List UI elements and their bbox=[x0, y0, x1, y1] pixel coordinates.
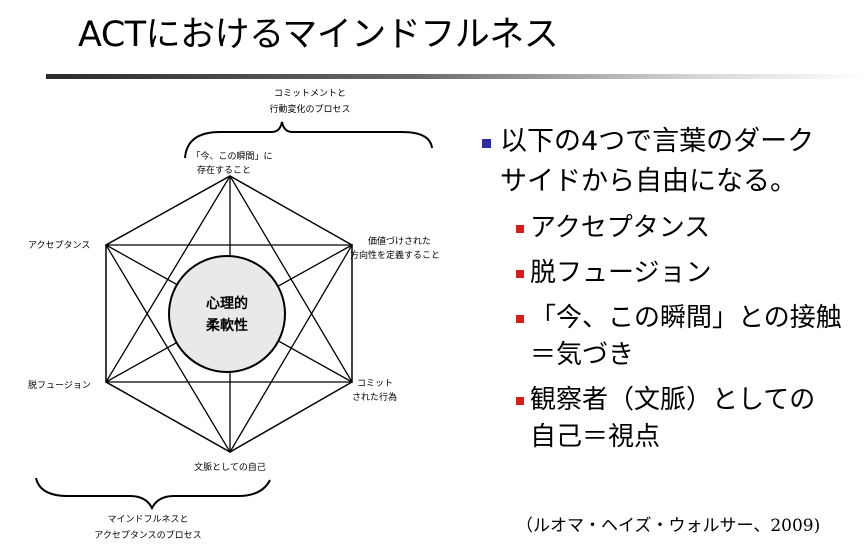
bottom-group-label-line2: アクセプタンスのプロセス bbox=[94, 530, 201, 541]
center-label-line2: 柔軟性 bbox=[205, 317, 248, 334]
top-group-label-line2: 行動変化のプロセス bbox=[269, 103, 350, 115]
main-bullet: 以下の4つで言葉のダーク サイドから自由になる。 bbox=[480, 122, 866, 202]
bottom-group-label-line1: マインドフルネスと bbox=[107, 514, 188, 525]
node-top-line2: 存在すること bbox=[197, 164, 251, 176]
sub-bullet-text-line2: 自己＝視点 bbox=[530, 422, 661, 452]
sub-bullet-text-line1: 「今、この瞬間」との接触 bbox=[530, 303, 842, 333]
node-lower-right-line1: コミット bbox=[357, 379, 393, 389]
center-circle bbox=[168, 255, 286, 373]
sub-bullet-marker bbox=[516, 270, 524, 278]
main-bullet-line1: 以下の4つで言葉のダーク bbox=[500, 126, 815, 157]
node-lower-left: 脱フュージョン bbox=[28, 379, 91, 391]
slide-title: ACTにおけるマインドフルネス bbox=[78, 15, 559, 55]
node-lower-right-line2: された行為 bbox=[352, 391, 397, 403]
main-bullet-marker bbox=[482, 139, 491, 148]
sub-bullet-marker bbox=[516, 315, 524, 323]
sub-bullet-present-moment: 「今、この瞬間」との接触 ＝気づき bbox=[480, 300, 866, 374]
sub-bullet-text: アクセプタンス bbox=[530, 213, 711, 243]
node-upper-left: アクセプタンス bbox=[28, 240, 90, 251]
sub-bullet-marker bbox=[516, 397, 524, 405]
node-bottom: 文脈としての自己 bbox=[194, 461, 266, 473]
top-group-brace bbox=[184, 121, 433, 159]
node-top-line1: 「今、この瞬間」に bbox=[191, 150, 272, 162]
hexaflex-diagram: 心理的 柔軟性 コミットメントと 行動変化のプロセス マインドフルネスと アクセ… bbox=[28, 88, 440, 541]
sub-bullet-text: 脱フュージョン bbox=[530, 258, 712, 288]
node-upper-right-line2: 方向性を定義すること bbox=[350, 249, 440, 261]
center-label-line1: 心理的 bbox=[206, 295, 248, 312]
node-upper-right-line1: 価値づけされた bbox=[368, 235, 431, 247]
sub-bullet-self-as-context: 観察者（文脈）としての 自己＝視点 bbox=[480, 382, 866, 456]
sub-bullet-text-line2: ＝気づき bbox=[530, 340, 635, 370]
bullet-list: 以下の4つで言葉のダーク サイドから自由になる。 アクセプタンス 脱フュージョン… bbox=[480, 122, 866, 456]
sub-bullet-acceptance: アクセプタンス bbox=[480, 210, 866, 247]
citation: （ルオマ・ヘイズ・ウォルサー、2009) bbox=[516, 516, 821, 536]
main-bullet-line2: サイドから自由になる。 bbox=[500, 166, 797, 197]
bottom-group-brace bbox=[35, 477, 271, 511]
sub-bullet-defusion: 脱フュージョン bbox=[480, 255, 866, 292]
title-divider bbox=[46, 74, 866, 79]
top-group-label-line1: コミットメントと bbox=[274, 88, 346, 99]
sub-bullet-text-line1: 観察者（文脈）としての bbox=[530, 385, 816, 415]
sub-bullet-marker bbox=[516, 225, 524, 233]
